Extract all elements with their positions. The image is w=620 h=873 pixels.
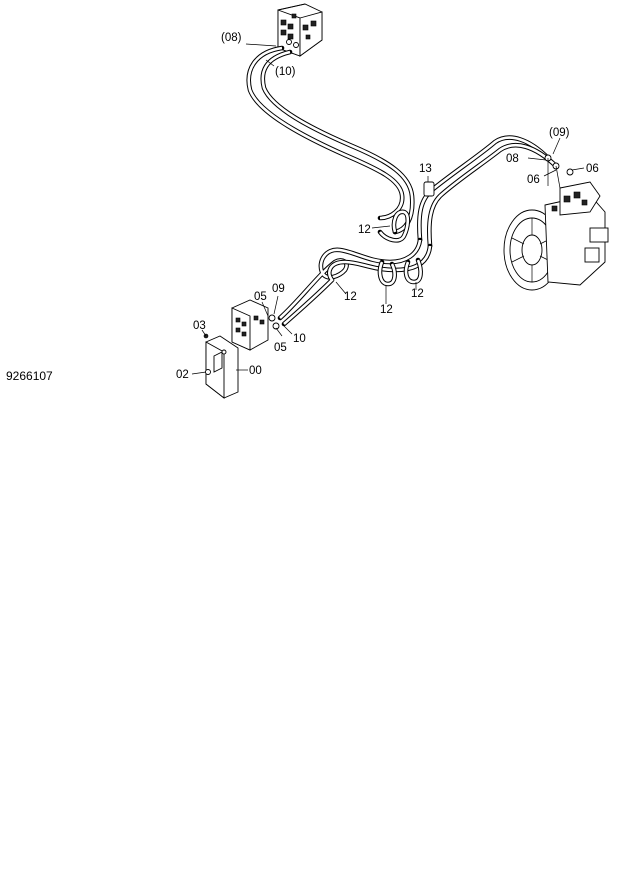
hose-lines [246, 45, 559, 327]
callout-12-c: 12 [380, 304, 393, 316]
drawing-number: 9266107 [6, 369, 53, 383]
callout-05-a: 05 [254, 291, 267, 303]
callout-05-b: 05 [274, 342, 287, 354]
callout-06-right-b: 06 [527, 174, 540, 186]
callout-03: 03 [193, 320, 206, 332]
callout-10-mid: 10 [293, 333, 306, 345]
hydraulic-pump-assembly [503, 154, 609, 291]
clamp-13 [423, 176, 435, 197]
callout-02: 02 [176, 369, 189, 381]
callout-08-right: 08 [506, 153, 519, 165]
callout-09-mid: 09 [272, 283, 285, 295]
callout-10-top: (10) [275, 66, 296, 78]
callout-12-a: 12 [358, 224, 371, 236]
left-valve-block [231, 299, 280, 351]
callout-00: 00 [249, 365, 262, 377]
callout-09-right: (09) [549, 127, 570, 139]
leader-lines [191, 43, 585, 375]
callout-labels: (08) (10) (09) 08 06 06 13 12 12 12 12 0… [176, 32, 599, 381]
callout-06-right-a: 06 [586, 163, 599, 175]
mounting-bracket [203, 333, 239, 399]
callout-12-b: 12 [344, 291, 357, 303]
callout-08-top: (08) [221, 32, 242, 44]
callout-13: 13 [419, 163, 432, 175]
top-valve-block [277, 3, 323, 57]
callout-12-d: 12 [411, 288, 424, 300]
